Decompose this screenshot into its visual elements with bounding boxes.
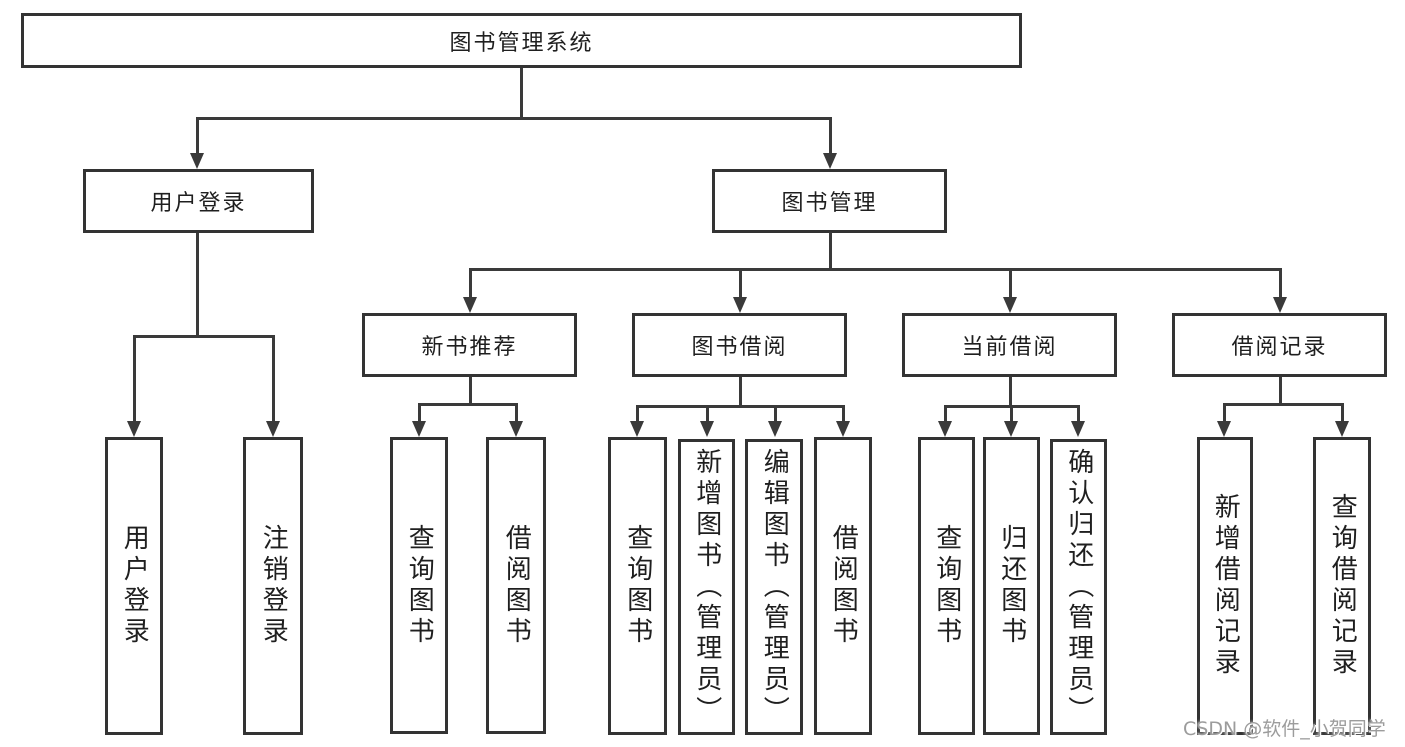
arrowhead-icon: [1273, 297, 1287, 313]
node-label: 当前借阅: [961, 335, 1058, 360]
connector-records-bar: [1222, 403, 1344, 406]
arrowhead-icon: [412, 421, 426, 437]
connector-leaf-stub: [1222, 403, 1226, 423]
leaf-borrow-books-borrowing: 借阅图书: [814, 437, 872, 735]
connector-borrowing-stem: [738, 377, 742, 408]
watermark: CSDN @软件_小贺同学: [1183, 718, 1386, 740]
connector-leaf-stub: [1076, 405, 1080, 423]
node-book-management: 图书管理: [712, 169, 947, 233]
connector-to-leaf-user-login: [132, 335, 136, 423]
connector-user-login-bar: [132, 335, 275, 338]
leaf-query-books-borrowing: 查询图书: [608, 437, 667, 735]
node-user-login: 用户登录: [83, 169, 314, 233]
leaf-add-borrow-record: 新增借阅记录: [1197, 437, 1253, 735]
arrowhead-icon: [463, 297, 477, 313]
node-label: 图书管理: [781, 191, 878, 216]
arrowhead-icon: [836, 421, 850, 437]
connector-leaf-stub: [705, 405, 709, 423]
leaf-add-books-admin: 新增图书（管理员）: [678, 439, 735, 735]
connector-leaf-stub: [1009, 405, 1013, 423]
connector-leaf-stub: [841, 405, 845, 423]
connector-current-stem: [1008, 377, 1012, 408]
connector-to-new-book-recommend: [468, 268, 472, 299]
connector-book-management-bar: [468, 268, 1282, 271]
node-label: 用户登录: [119, 524, 150, 648]
arrowhead-icon: [1071, 421, 1085, 437]
connector-leaf-stub: [417, 403, 421, 423]
arrowhead-icon: [509, 421, 523, 437]
connector-borrowing-bar: [635, 405, 845, 408]
node-borrowing-records: 借阅记录: [1172, 313, 1387, 377]
leaf-user-login: 用户登录: [105, 437, 163, 735]
arrowhead-icon: [1004, 421, 1018, 437]
connector-root-stem: [519, 68, 523, 119]
arrowhead-icon: [1217, 421, 1231, 437]
connector-leaf-stub: [514, 403, 518, 423]
connector-user-login-stem: [195, 233, 199, 338]
node-label: 查询借阅记录: [1327, 493, 1358, 679]
node-label: 归还图书: [996, 524, 1027, 648]
leaf-return-books: 归还图书: [983, 437, 1040, 735]
node-book-borrowing: 图书借阅: [632, 313, 847, 377]
node-label: 确认归还（管理员）: [1063, 447, 1094, 727]
connector-to-book-management: [828, 117, 832, 155]
node-label: 新书推荐: [421, 335, 518, 360]
connector-leaf-stub: [943, 405, 947, 423]
node-new-book-recommend: 新书推荐: [362, 313, 577, 377]
connector-recommend-stem: [468, 377, 472, 406]
connector-to-current-borrowing: [1008, 268, 1012, 299]
connector-to-leaf-logout: [271, 335, 275, 423]
node-label: 编辑图书（管理员）: [759, 447, 790, 727]
node-label: 用户登录: [150, 191, 247, 216]
node-label: 借阅记录: [1231, 335, 1328, 360]
arrowhead-icon: [768, 421, 782, 437]
arrowhead-icon: [127, 421, 141, 437]
leaf-query-books-recommend: 查询图书: [390, 437, 448, 734]
connector-book-management-stem: [828, 232, 832, 271]
arrowhead-icon: [630, 421, 644, 437]
node-label: 查询图书: [404, 523, 435, 648]
node-label: 借阅图书: [501, 523, 532, 648]
arrowhead-icon: [266, 421, 280, 437]
connector-recommend-bar: [417, 403, 518, 406]
arrowhead-icon: [700, 421, 714, 437]
leaf-query-books-current: 查询图书: [918, 437, 975, 735]
connector-leaf-stub: [1340, 403, 1344, 423]
node-label: 图书借阅: [691, 335, 788, 360]
node-label: 查询图书: [622, 524, 653, 648]
node-root: 图书管理系统: [21, 13, 1022, 68]
connector-root-bar: [195, 117, 832, 120]
node-label: 新增借阅记录: [1210, 493, 1241, 679]
connector-records-stem: [1278, 377, 1282, 405]
connector-leaf-stub: [773, 405, 777, 423]
node-label: 注销登录: [258, 524, 289, 648]
node-label: 查询图书: [931, 524, 962, 648]
connector-to-book-borrowing: [738, 268, 742, 299]
arrowhead-icon: [1335, 421, 1349, 437]
arrowhead-icon: [1003, 297, 1017, 313]
connector-to-borrowing-records: [1278, 268, 1282, 299]
node-current-borrowing: 当前借阅: [902, 313, 1117, 377]
leaf-borrow-books-recommend: 借阅图书: [486, 437, 546, 734]
leaf-logout: 注销登录: [243, 437, 303, 735]
arrowhead-icon: [733, 297, 747, 313]
connector-leaf-stub: [635, 405, 639, 423]
leaf-confirm-return-admin: 确认归还（管理员）: [1050, 439, 1107, 735]
node-label: 借阅图书: [828, 524, 859, 648]
arrowhead-icon: [823, 153, 837, 169]
node-label: 图书管理系统: [449, 30, 594, 56]
node-label: 新增图书（管理员）: [691, 447, 722, 727]
arrowhead-icon: [938, 421, 952, 437]
connector-to-user-login: [195, 117, 199, 155]
leaf-edit-books-admin: 编辑图书（管理员）: [745, 439, 803, 735]
arrowhead-icon: [190, 153, 204, 169]
leaf-query-borrow-record: 查询借阅记录: [1313, 437, 1371, 735]
